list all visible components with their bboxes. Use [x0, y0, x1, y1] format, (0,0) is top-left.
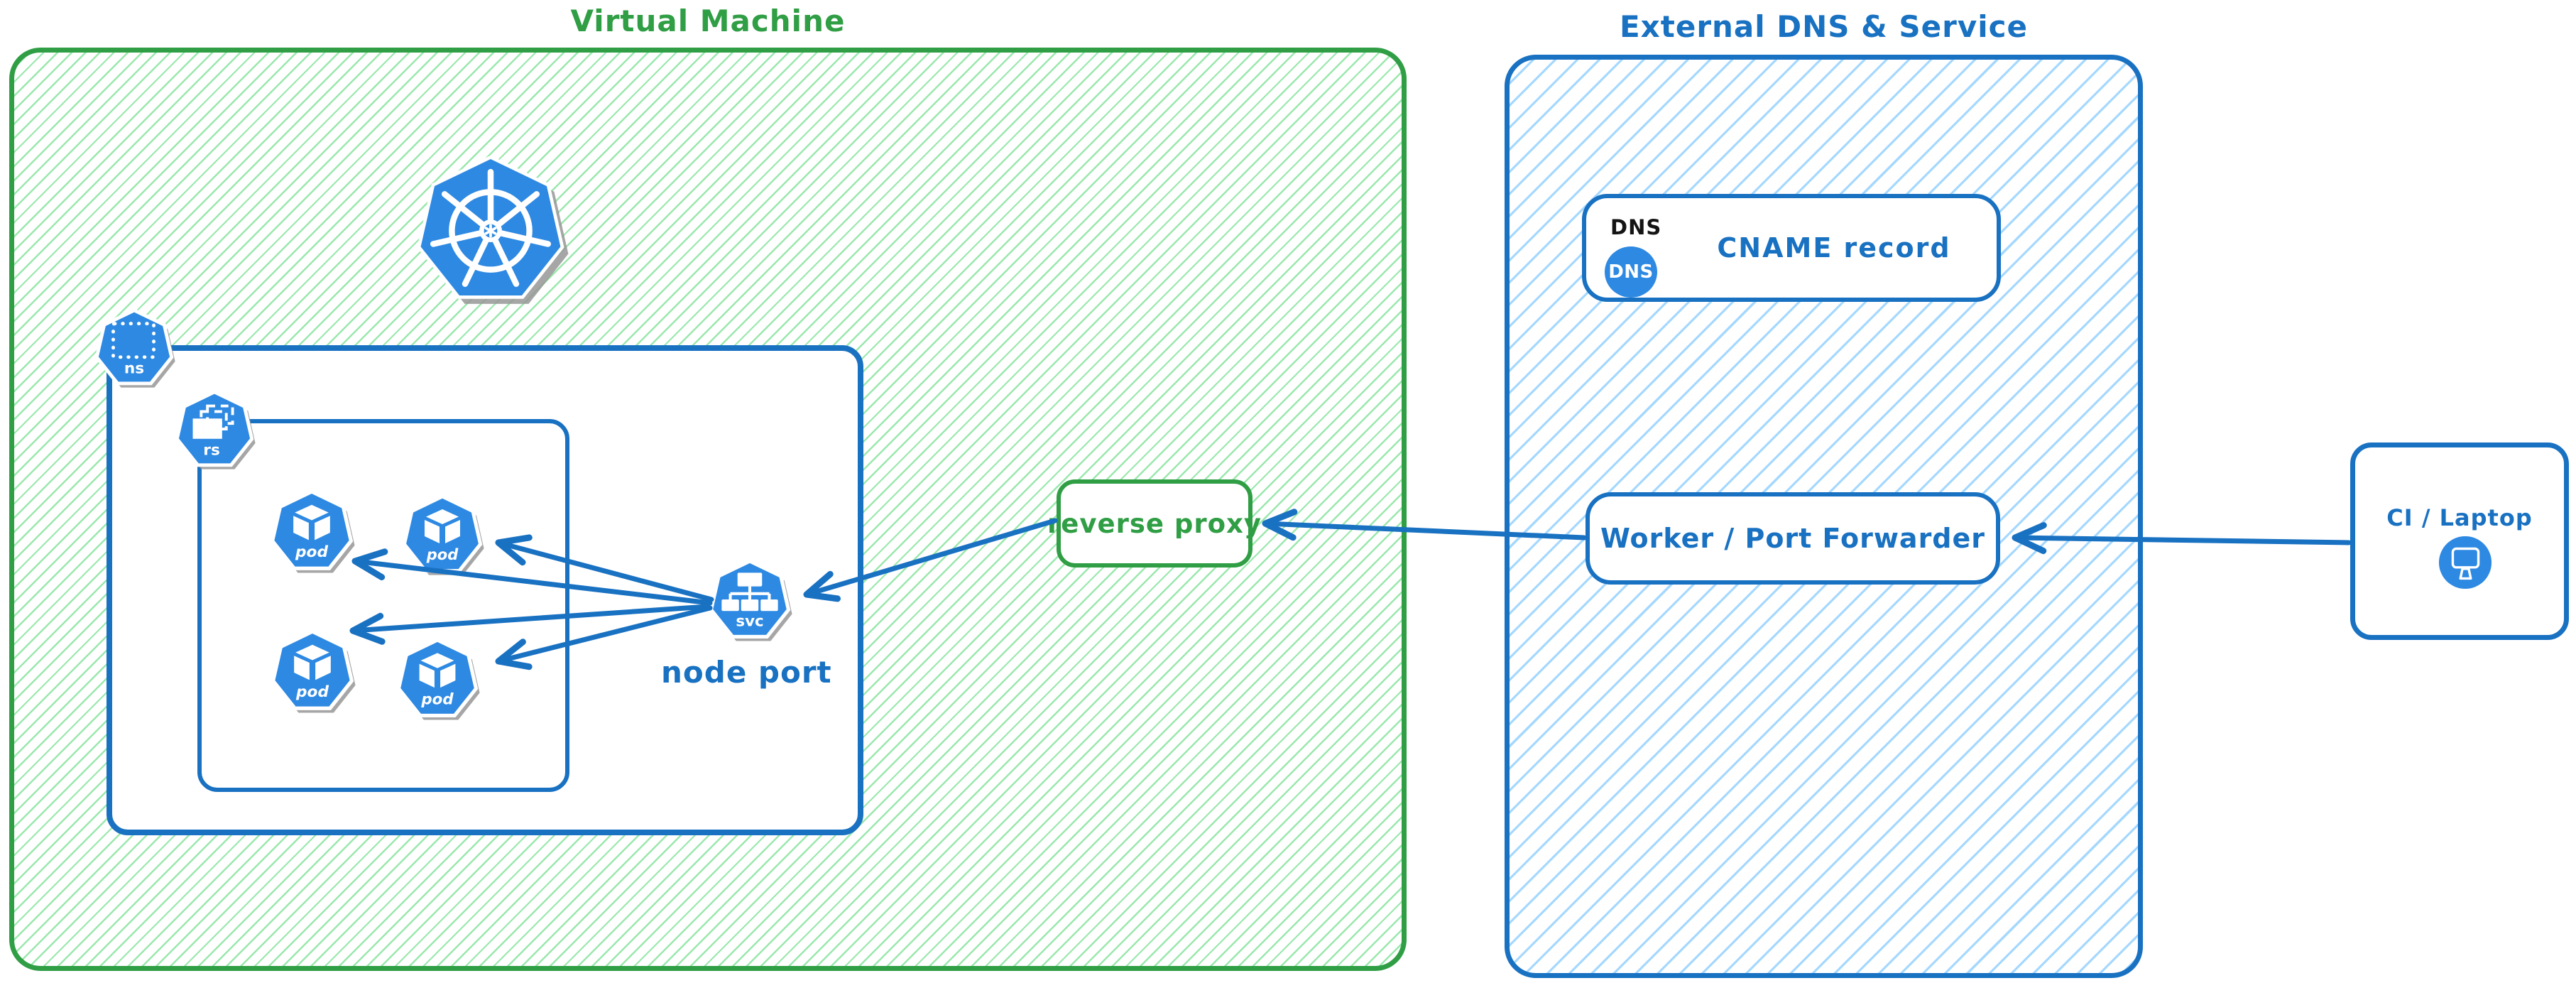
- service-icon: svc: [709, 559, 792, 641]
- namespace-icon-label: ns: [124, 359, 144, 377]
- kubernetes-logo-icon: [417, 155, 569, 304]
- worker-port-forwarder-box: Worker / Port Forwarder: [1586, 492, 2000, 585]
- pod-1-icon: pod: [270, 489, 355, 573]
- cube-glyph: [425, 509, 460, 543]
- node-port-label: node port: [661, 655, 832, 690]
- pod-2-icon: pod: [402, 494, 484, 575]
- dns-badge-icon: DNS: [1605, 246, 1657, 298]
- cube-glyph: [294, 644, 331, 680]
- dns-tag-label: DNS: [1610, 215, 1662, 239]
- laptop-monitor-icon: [2438, 536, 2492, 590]
- pod-4-icon: pod: [396, 638, 480, 720]
- dns-badge-label: DNS: [1608, 261, 1654, 283]
- replicaset-icon: rs: [175, 390, 256, 469]
- external-dns-title: External DNS & Service: [1619, 9, 2029, 44]
- pod-icon-label: pod: [295, 543, 328, 561]
- replicaset-icon-label: rs: [203, 441, 220, 459]
- pod-icon-label: pod: [426, 546, 459, 563]
- pod-3-icon: pod: [271, 629, 356, 713]
- replicaset-box: [197, 419, 569, 792]
- cube-glyph: [293, 504, 330, 541]
- virtual-machine-title: Virtual Machine: [570, 4, 846, 38]
- dotted-square-glyph: [111, 322, 155, 359]
- reverse-proxy-box: reverse proxy: [1047, 479, 1261, 567]
- ci-laptop-label: CI / Laptop: [2386, 504, 2533, 531]
- service-tree-glyph: [721, 572, 778, 612]
- stacked-replicas-glyph: [192, 404, 234, 439]
- service-icon-label: svc: [736, 613, 763, 631]
- reverse-proxy-label: reverse proxy: [1047, 508, 1262, 539]
- cname-record-label: CNAME record: [1717, 232, 1951, 264]
- worker-port-forwarder-label: Worker / Port Forwarder: [1600, 523, 1986, 554]
- pod-icon-label: pod: [420, 691, 454, 709]
- pod-icon-label: pod: [295, 683, 329, 701]
- dns-cname-box: DNS DNS CNAME record: [1582, 194, 2001, 302]
- namespace-icon: ns: [94, 308, 175, 388]
